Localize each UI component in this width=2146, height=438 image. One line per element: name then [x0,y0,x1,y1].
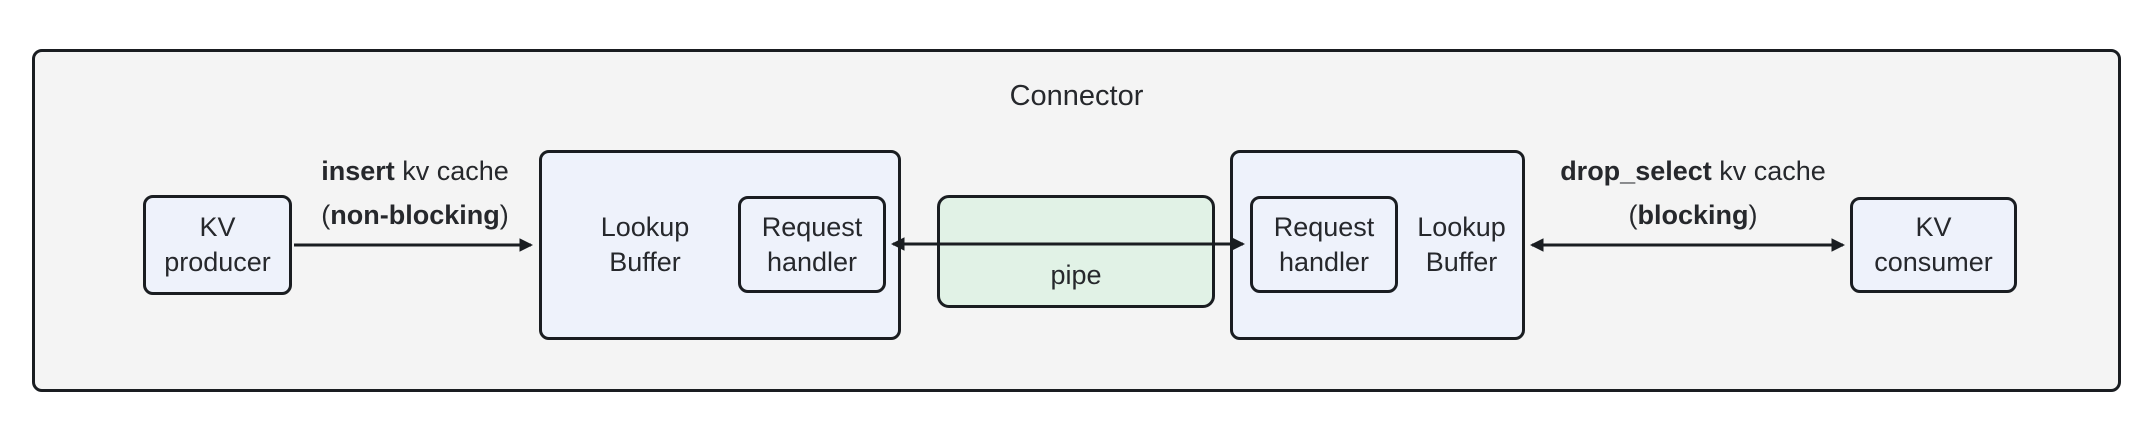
drop-select-edge-label-line1: drop_select kv cache [1518,150,1868,194]
drop-select-paren-close: ) [1748,199,1758,230]
insert-mode: non-blocking [330,199,500,230]
kv-producer-label-line1: KV [199,212,236,243]
insert-object: kv cache [394,156,509,186]
pipe-node: pipe [937,195,1215,308]
request-handler-left-node: Request handler [738,196,886,293]
drop-select-object: kv cache [1711,156,1826,186]
kv-consumer-node: KV consumer [1850,197,2017,293]
pipe-label: pipe [1050,260,1102,290]
request-handler-right-node: Request handler [1250,196,1398,293]
lookup-buffer-right-label: Lookup Buffer [1398,150,1525,340]
drop-select-mode: blocking [1637,199,1749,230]
drop-select-edge-label-line2: (blocking) [1518,194,1868,238]
kv-producer-node: KV producer [143,195,292,295]
drop-select-paren-open: ( [1628,199,1638,230]
lookup-buffer-right-label-line1: Lookup [1417,212,1506,243]
insert-paren-open: ( [321,199,331,230]
connector-title: Connector [1009,80,1144,112]
drop-select-edge-label: drop_select kv cache (blocking) [1518,150,1868,237]
request-handler-right-label-line2: handler [1278,246,1370,277]
lookup-buffer-left-label-line1: Lookup [600,212,690,243]
request-handler-left-label-line1: Request [761,211,863,242]
insert-verb: insert [321,156,395,186]
request-handler-left-label-line2: handler [766,246,858,277]
lookup-buffer-left-label: Lookup Buffer [552,150,738,340]
kv-consumer-label-line1: KV [1915,212,1952,243]
kv-producer-label-line2: producer [164,247,271,277]
request-handler-right-label-line1: Request [1273,211,1375,242]
insert-edge-label-line1: insert kv cache [270,150,560,194]
lookup-buffer-right-label-line2: Buffer [1425,247,1498,277]
drop-select-verb: drop_select [1560,156,1712,186]
insert-paren-close: ) [499,199,509,230]
kv-consumer-label-line2: consumer [1874,247,1993,277]
insert-edge-label: insert kv cache (non-blocking) [270,150,560,237]
lookup-buffer-left-label-line2: Buffer [609,247,681,277]
insert-edge-label-line2: (non-blocking) [270,194,560,238]
